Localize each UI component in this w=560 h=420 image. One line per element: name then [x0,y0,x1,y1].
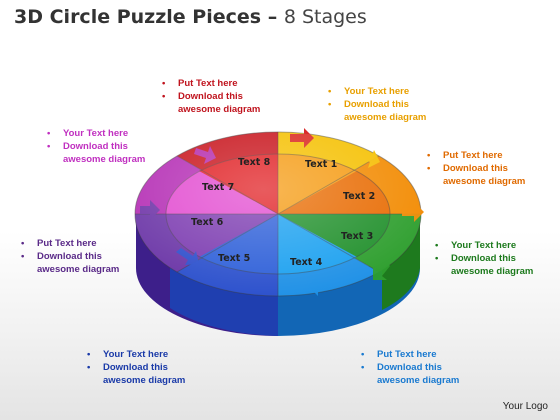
callout-item-continued: awesome diagram [178,104,261,115]
callout-item: Your Text here [45,127,145,140]
callout-item-continued: awesome diagram [451,266,534,277]
segment-labels: Text 1 Text 2 Text 3 Text 4 Text 5 Text … [191,157,375,268]
title-subtitle: 8 Stages [283,6,367,28]
callout-item-continued: awesome diagram [344,112,427,123]
callout-item-continued: awesome diagram [443,176,526,187]
segment-label-6: Text 6 [191,217,224,228]
segment-label-2: Text 2 [343,191,375,202]
footer-logo-text: Your Logo [502,401,548,412]
segment-label-4: Text 4 [290,257,323,268]
callout-item: Put Text here [160,77,260,90]
callout-magenta-left: Your Text here Download this awesome dia… [45,127,145,166]
callout-item: Put Text here [359,348,459,361]
callout-item: Download this [19,250,119,263]
callout-red-top: Put Text here Download this awesome diag… [160,77,260,116]
callout-item-continued: awesome diagram [37,264,120,275]
callout-item: Download this [85,361,185,374]
callout-item: Download this [45,140,145,153]
disc-top-face [134,128,424,297]
callout-purple-left: Put Text here Download this awesome diag… [19,237,119,276]
callout-item: Download this [326,98,426,111]
segment-label-3: Text 3 [341,231,373,242]
callout-green-right: Your Text here Download this awesome dia… [433,239,533,278]
title-separator: – [267,6,278,28]
callout-item: Download this [359,361,459,374]
callout-item: Put Text here [425,149,525,162]
callout-orange-right: Put Text here Download this awesome diag… [425,149,525,188]
title-main: 3D Circle Puzzle Pieces [14,6,262,28]
callout-item: Put Text here [19,237,119,250]
segment-label-8: Text 8 [238,157,271,168]
segment-label-1: Text 1 [305,159,337,170]
callout-item: Download this [433,252,533,265]
callout-blue-bottom: Your Text here Download this awesome dia… [85,348,185,387]
callout-lightblue-bottom: Put Text here Download this awesome diag… [359,348,459,387]
disc-sheen [135,132,421,296]
callout-item-continued: awesome diagram [377,375,460,386]
callout-item-continued: awesome diagram [103,375,186,386]
callout-item: Download this [160,90,260,103]
segment-label-5: Text 5 [218,253,250,264]
callout-item: Your Text here [326,85,426,98]
callout-item: Download this [425,162,525,175]
callout-item-continued: awesome diagram [63,154,146,165]
page-title: 3D Circle Puzzle Pieces – 8 Stages [14,6,367,28]
callout-yellow-top: Your Text here Download this awesome dia… [326,85,426,124]
callout-item: Your Text here [433,239,533,252]
callout-item: Your Text here [85,348,185,361]
segment-label-7: Text 7 [202,182,234,193]
